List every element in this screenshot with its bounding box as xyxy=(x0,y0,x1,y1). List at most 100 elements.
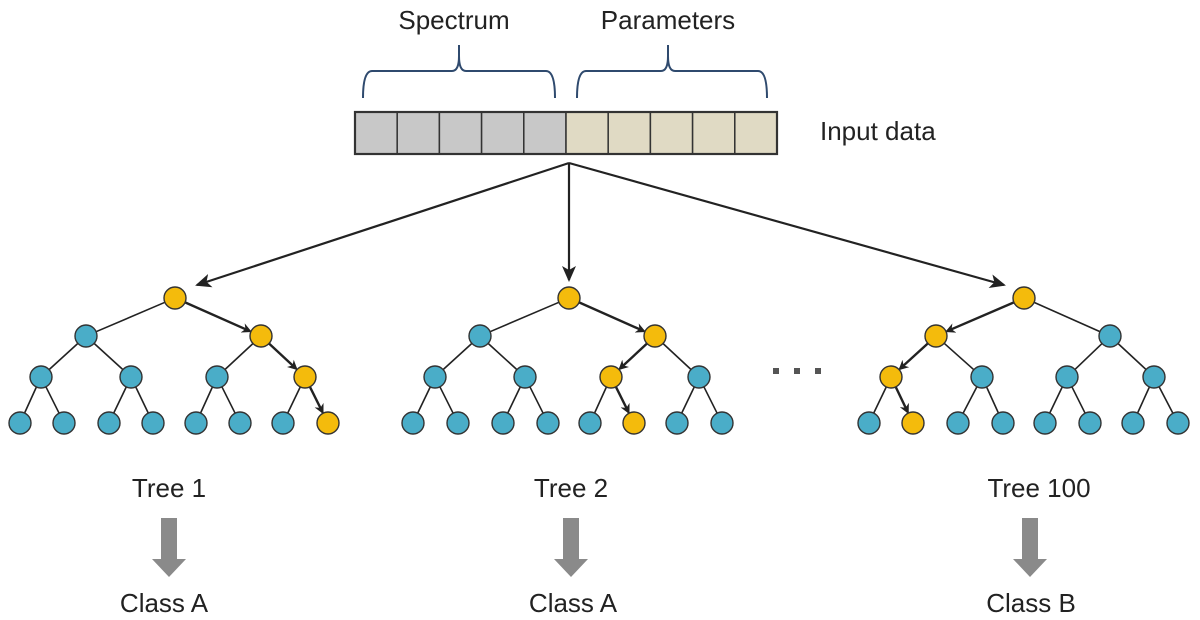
arrow-to-tree-100 xyxy=(568,161,1006,288)
tree-edge xyxy=(48,342,79,371)
input-cell-parameters xyxy=(565,111,609,155)
tree-node xyxy=(205,365,229,389)
tree-edge xyxy=(872,386,888,414)
decision-path-edge xyxy=(268,342,298,371)
tree-node xyxy=(184,411,208,435)
tree-edge xyxy=(134,386,150,414)
tree-edge xyxy=(487,342,518,371)
class-arrow-100 xyxy=(1013,518,1047,577)
tree-edge xyxy=(662,342,692,371)
tree-node xyxy=(1033,411,1057,435)
input-vector-border xyxy=(353,110,779,156)
tree-edge xyxy=(95,301,166,333)
tree-node xyxy=(710,411,734,435)
tree-edge xyxy=(221,386,236,414)
tree-node-active xyxy=(599,365,623,389)
group-label-parameters: Parameters xyxy=(601,5,735,35)
tree-node-active xyxy=(643,324,667,348)
decision-path-edge xyxy=(184,301,252,333)
tree-edge xyxy=(439,386,454,414)
tree-node-active xyxy=(316,411,340,435)
tree-edge xyxy=(985,386,1000,414)
class-result-2: Class A xyxy=(529,588,618,618)
arrow-to-tree-1 xyxy=(195,161,570,288)
tree-edge xyxy=(416,386,432,414)
tree-node xyxy=(423,365,447,389)
class-arrow-2 xyxy=(554,518,588,577)
tree-node-active xyxy=(249,324,273,348)
tree-node xyxy=(29,365,53,389)
class-result-100: Class B xyxy=(986,588,1076,618)
tree-edge xyxy=(199,386,214,414)
decision-tree-2 xyxy=(401,286,734,435)
tree-node xyxy=(991,411,1015,435)
tree-edge xyxy=(442,342,473,371)
tree-node xyxy=(857,411,881,435)
tree-node xyxy=(1121,411,1145,435)
tree-label-1: Tree 1 xyxy=(132,473,206,503)
tree-edge xyxy=(224,342,254,371)
tree-edge xyxy=(112,386,128,414)
tree-label-2: Tree 2 xyxy=(534,473,608,503)
class-result-1: Class A xyxy=(120,588,209,618)
tree-node-active xyxy=(1012,286,1036,310)
input-cell-parameters xyxy=(607,111,652,155)
decision-path-edge xyxy=(894,386,909,415)
input-data-label: Input data xyxy=(820,116,936,146)
tree-node xyxy=(491,411,515,435)
tree-edge xyxy=(286,386,302,414)
tree-node xyxy=(970,365,994,389)
input-data-vector xyxy=(353,110,779,156)
input-cell-spectrum xyxy=(480,111,525,155)
tree-node xyxy=(401,411,425,435)
tree-edge xyxy=(703,386,718,414)
tree-edge xyxy=(1117,342,1147,371)
decision-path-edge xyxy=(614,386,630,415)
decision-path-edge xyxy=(308,386,324,415)
tree-node-active xyxy=(924,324,948,348)
tree-node xyxy=(1098,324,1122,348)
input-cell-parameters xyxy=(649,111,694,155)
tree-edge xyxy=(593,386,608,414)
tree-node-active xyxy=(163,286,187,310)
tree-node xyxy=(1055,365,1079,389)
tree-node xyxy=(468,324,492,348)
decision-tree-1 xyxy=(8,286,340,435)
tree-node-active xyxy=(293,365,317,389)
ellipsis-dots xyxy=(773,368,821,374)
tree-edge xyxy=(943,342,975,371)
tree-node xyxy=(536,411,560,435)
tree-edge xyxy=(962,386,978,414)
tree-edge xyxy=(1048,386,1064,414)
tree-edge xyxy=(1136,386,1151,414)
tree-edge xyxy=(489,301,560,333)
tree-node xyxy=(52,411,76,435)
tree-node xyxy=(946,411,970,435)
tree-node xyxy=(8,411,32,435)
tree-edge xyxy=(1074,343,1103,370)
tree-node xyxy=(119,365,143,389)
tree-node xyxy=(1078,411,1102,435)
decision-tree-100 xyxy=(857,286,1190,435)
input-cell-parameters xyxy=(691,111,736,155)
tree-edge xyxy=(506,386,522,414)
class-arrow-1 xyxy=(152,518,186,577)
tree-node xyxy=(271,411,295,435)
tree-node xyxy=(446,411,470,435)
input-cell-spectrum xyxy=(523,111,567,155)
tree-node xyxy=(578,411,602,435)
input-cell-spectrum xyxy=(396,111,441,155)
tree-node-active xyxy=(622,411,646,435)
decision-path-edge xyxy=(578,301,646,333)
tree-node xyxy=(74,324,98,348)
tree-node xyxy=(141,411,165,435)
parameters-bracket xyxy=(576,45,768,99)
tree-node xyxy=(97,411,121,435)
tree-node xyxy=(1166,411,1190,435)
tree-node xyxy=(228,411,252,435)
spectrum-bracket xyxy=(362,45,556,99)
decision-path-edge xyxy=(618,342,648,371)
tree-node xyxy=(513,365,537,389)
tree-node-active xyxy=(879,365,903,389)
